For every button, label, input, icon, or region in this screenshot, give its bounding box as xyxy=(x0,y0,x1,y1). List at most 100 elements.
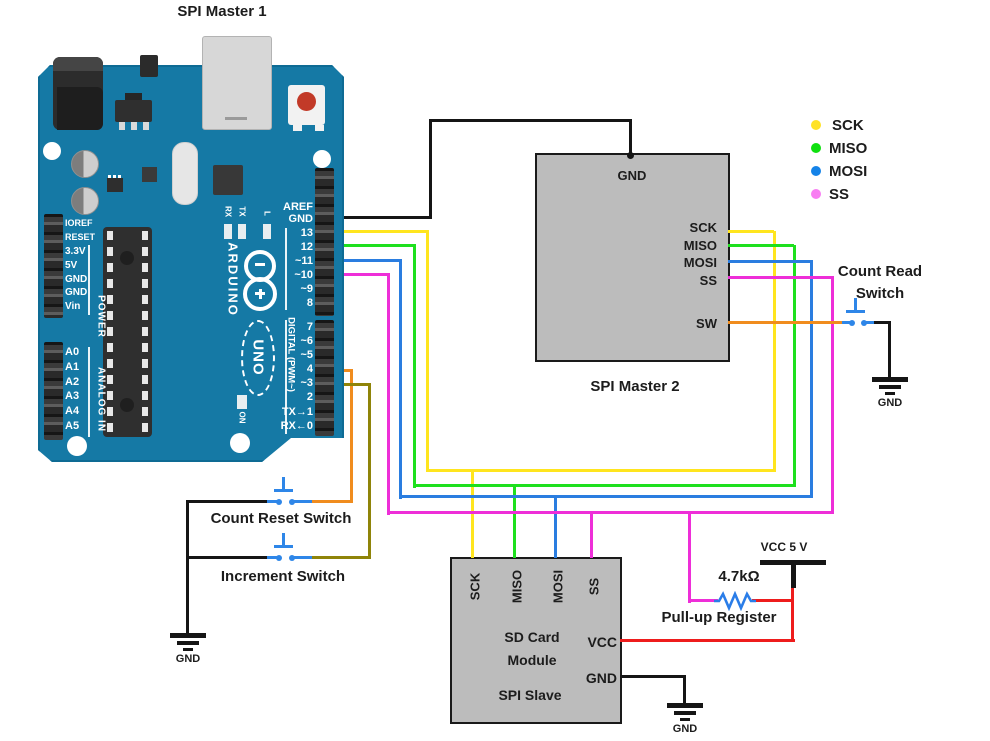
atmega-chip xyxy=(103,227,152,437)
arduino-logo-plus-circle xyxy=(243,277,277,311)
sd-sck-label: SCK xyxy=(467,572,483,601)
legend-dot-mosi xyxy=(811,166,821,176)
legend-label-sck: SCK xyxy=(832,117,864,134)
mounting-hole xyxy=(313,150,331,168)
sd-vcc-label: VCC xyxy=(587,634,617,650)
uno-model-text: UNO xyxy=(249,339,267,376)
master2-miso-label: MISO xyxy=(683,238,717,253)
pin-label-7: 7 xyxy=(306,321,313,333)
gnd-label-right: GND xyxy=(877,397,903,409)
bracket-line xyxy=(88,245,90,315)
sd-name-line2: Module xyxy=(507,652,557,668)
legend-dot-sck xyxy=(811,120,821,130)
capacitor xyxy=(71,150,99,178)
pin-label-3v3: 3.3V xyxy=(65,246,86,257)
sd-mosi-label: MOSI xyxy=(550,569,566,604)
pin-label-gnd2: GND xyxy=(65,287,88,298)
sd-name-line1: SD Card xyxy=(504,629,560,645)
pin-label-12: 12 xyxy=(300,241,313,253)
pin-label-11: ~11 xyxy=(294,255,313,267)
legend-label-mosi: MOSI xyxy=(829,163,868,180)
sd-card-module-box: SCK MISO MOSI SS SD Card Module SPI Slav… xyxy=(450,557,622,724)
rx-led xyxy=(224,224,232,239)
l-led-label: L xyxy=(262,211,272,216)
count-read-switch-label-2: Switch xyxy=(855,285,905,302)
legend-label-ss: SS xyxy=(829,186,850,203)
mounting-hole xyxy=(43,142,61,160)
vcc-symbol-stem xyxy=(791,563,796,588)
pin-label-gnd: GND xyxy=(288,213,313,225)
title-spi-master-2: SPI Master 2 xyxy=(590,378,680,395)
sd-ss-label: SS xyxy=(586,577,602,596)
pin-label-4: 4 xyxy=(306,363,313,375)
sd-role-label: SPI Slave xyxy=(498,687,562,703)
pin-label-8: 8 xyxy=(306,297,313,309)
pin-label-a5: A5 xyxy=(65,420,80,432)
master2-mosi-label: MOSI xyxy=(683,255,717,270)
pin-label-a3: A3 xyxy=(65,390,80,402)
vcc-5v-label: VCC 5 V xyxy=(760,540,808,554)
pin-label-6: ~6 xyxy=(300,335,313,347)
legend-label-miso: MISO xyxy=(829,140,868,157)
rx-led-label: RX xyxy=(223,205,233,218)
gnd-symbol-sd xyxy=(667,703,703,721)
pin-label-9: ~9 xyxy=(300,283,313,295)
arduino-brand-text: ARDUINO xyxy=(225,242,241,317)
count-read-switch-label-1: Count Read xyxy=(837,263,923,280)
dc-jack xyxy=(53,57,103,130)
legend-dot-miso xyxy=(811,143,821,153)
digital-header-bottom xyxy=(315,320,334,436)
small-component xyxy=(107,175,123,192)
master2-sw-label: SW xyxy=(696,316,717,331)
master2-ss-label: SS xyxy=(699,273,717,288)
pin-label-10: ~10 xyxy=(294,269,313,281)
pin-label-13: 13 xyxy=(300,227,313,239)
reset-button xyxy=(288,85,325,125)
pin-label-a0: A0 xyxy=(65,346,80,358)
pin-label-5: ~5 xyxy=(300,349,313,361)
gnd-label-sd: GND xyxy=(672,723,698,735)
gnd-label-left: GND xyxy=(175,653,201,665)
pin-label-reset: RESET xyxy=(65,232,96,242)
reset-button-tab xyxy=(293,125,302,131)
uno-oval: UNO xyxy=(241,320,275,396)
title-spi-master-1: SPI Master 1 xyxy=(177,3,267,20)
sd-gnd-label: GND xyxy=(585,670,617,686)
master2-sck-label: SCK xyxy=(689,220,717,235)
pin-label-ioref: IOREF xyxy=(65,218,93,228)
increment-switch-label: Increment Switch xyxy=(220,568,346,585)
pin-label-5v: 5V xyxy=(65,260,78,271)
vcc-symbol-bar xyxy=(760,560,826,565)
capacitor xyxy=(71,187,99,215)
analog-group-label: ANALOG IN xyxy=(95,366,107,433)
on-led-label: ON xyxy=(237,411,247,424)
power-switch-chip xyxy=(140,55,158,77)
arduino-uno-board: AREF GND 13 12 ~11 ~10 ~9 8 7 ~6 ~5 4 ~3… xyxy=(38,36,344,462)
gnd-symbol-left xyxy=(170,633,206,651)
pin-label-rx0: RX←0 xyxy=(280,420,313,432)
pin-label-tx1: TX→1 xyxy=(281,406,313,418)
analog-header xyxy=(44,342,63,440)
count-reset-switch-label: Count Reset Switch xyxy=(210,510,352,527)
pullup-register-label: Pull-up Register xyxy=(661,609,777,626)
digital-header-top xyxy=(315,168,334,316)
pin-label-a4: A4 xyxy=(65,405,80,417)
regulator-leg xyxy=(119,122,125,130)
pin-label-aref: AREF xyxy=(283,201,313,213)
regulator-leg xyxy=(143,122,149,130)
bracket-line xyxy=(285,228,287,310)
small-chip xyxy=(142,167,157,182)
pin-label-a2: A2 xyxy=(65,376,80,388)
spi-master-2-box: GND SCK MISO MOSI SS SW xyxy=(535,153,730,362)
power-header xyxy=(44,214,63,318)
pin-label-3: ~3 xyxy=(300,377,313,389)
pin-label-vin: Vin xyxy=(65,301,81,312)
voltage-regulator xyxy=(115,100,152,122)
gnd-symbol-right xyxy=(872,377,908,395)
power-group-label: POWER xyxy=(95,295,107,338)
mounting-hole xyxy=(67,436,87,456)
voltage-regulator-tab xyxy=(125,93,142,101)
bracket-line xyxy=(88,347,90,437)
usb-chip xyxy=(213,165,243,195)
pin-label-gnd1: GND xyxy=(65,274,88,285)
